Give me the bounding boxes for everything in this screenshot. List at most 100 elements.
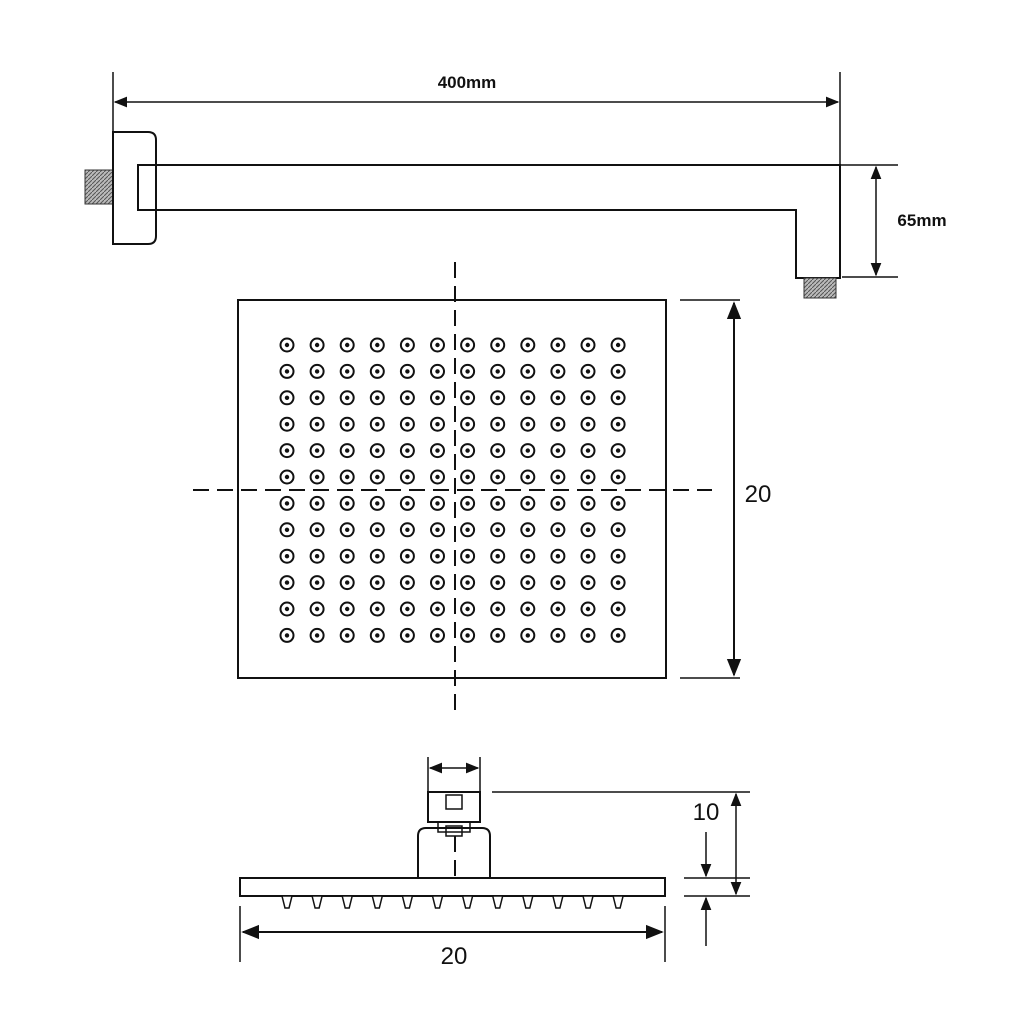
nozzle-hole [375, 474, 380, 480]
nozzle-hole [585, 448, 591, 453]
outlet-thread [803, 277, 837, 299]
nozzle-hole [525, 369, 530, 374]
nozzle-hole [284, 554, 290, 559]
nozzle-hole [615, 369, 621, 374]
nozzle-hole [555, 395, 561, 400]
nozzle-hole [465, 606, 470, 612]
nozzle-hole [405, 501, 410, 506]
nozzle-hole [585, 395, 591, 400]
nozzle-hole [345, 501, 350, 506]
nozzle-hole [375, 606, 380, 612]
nozzle-hole [525, 501, 530, 506]
nozzle-hole [495, 606, 500, 612]
nozzle-hole [435, 527, 440, 532]
nozzle-hole [495, 422, 500, 427]
swivel-joint [427, 791, 481, 823]
nozzle-hole [314, 474, 320, 480]
nozzle-hole [465, 474, 470, 480]
nozzle-hole [435, 580, 440, 585]
nozzle-hole [495, 474, 500, 480]
nozzle-hole [615, 448, 621, 453]
nozzle-hole [615, 422, 621, 427]
nozzle-hole [435, 606, 440, 612]
nozzle-hole [525, 395, 530, 400]
nozzle-hole [525, 448, 530, 453]
nozzle-hole [435, 501, 440, 506]
nozzle-hole [585, 554, 591, 559]
nozzle-hole [465, 395, 470, 400]
nozzle-hole [314, 395, 320, 400]
nozzle-hole [345, 606, 350, 612]
nozzle-hole [585, 501, 591, 506]
nozzle-hole [345, 369, 350, 374]
nozzle-hole [555, 448, 561, 453]
nozzle-hole [555, 474, 561, 480]
nozzle-hole [525, 580, 530, 585]
nozzle-hole [495, 342, 500, 348]
nozzle-hole [615, 554, 621, 559]
nozzle-hole [435, 369, 440, 374]
nozzle-hole [465, 422, 470, 427]
nozzle-grid [279, 337, 626, 643]
nozzle-hole [465, 448, 470, 453]
nozzle-hole [615, 527, 621, 532]
head-height-label: 20 [745, 481, 772, 508]
side-nozzle [521, 895, 534, 909]
nozzle-hole [555, 501, 561, 506]
side-nozzle [311, 895, 324, 909]
nozzle-hole [345, 474, 350, 480]
nozzle-hole [555, 342, 561, 348]
nozzle-hole [435, 554, 440, 559]
side-nozzle [551, 895, 564, 909]
nozzle-hole [495, 448, 500, 453]
nozzle-hole [615, 633, 621, 638]
nozzle-hole [555, 369, 561, 374]
nozzle-hole [345, 554, 350, 559]
nozzle-hole [375, 422, 380, 427]
nozzle-hole [405, 474, 410, 480]
nozzle-hole [405, 369, 410, 374]
nozzle-hole [525, 554, 530, 559]
arm-pipe [137, 164, 841, 279]
nozzle-hole [525, 606, 530, 612]
nozzle-hole [345, 395, 350, 400]
nozzle-hole [495, 554, 500, 559]
nozzle-hole [615, 606, 621, 612]
wall-thread [84, 169, 114, 205]
nozzle-hole [615, 395, 621, 400]
nozzle-hole [525, 633, 530, 638]
nozzle-hole [615, 580, 621, 585]
nozzle-hole [284, 633, 290, 638]
nozzle-hole [375, 554, 380, 559]
nozzle-hole [495, 527, 500, 532]
nozzle-hole [615, 474, 621, 480]
side-nozzle [491, 895, 504, 909]
nozzle-hole [284, 474, 290, 480]
side-nozzle [281, 895, 293, 909]
nozzle-hole [405, 606, 410, 612]
shower-arm: 400mm 65mm [84, 72, 947, 299]
side-nozzle [431, 895, 444, 909]
nozzle-hole [585, 474, 591, 480]
nozzle-hole [375, 342, 380, 348]
nozzle-hole [555, 554, 561, 559]
nozzle-hole [495, 369, 500, 374]
nozzle-hole [435, 448, 440, 453]
nozzle-hole [314, 369, 320, 374]
nozzle-hole [495, 580, 500, 585]
nozzle-hole [375, 527, 380, 532]
side-nozzle [582, 895, 594, 909]
nozzle-hole [375, 448, 380, 453]
wall-flange [112, 131, 157, 245]
nozzle-hole [435, 342, 440, 348]
nozzle-hole [405, 342, 410, 348]
nozzle-hole [284, 606, 290, 612]
head-neck [417, 827, 491, 878]
nozzle-hole [585, 606, 591, 612]
nozzle-hole [465, 633, 470, 638]
side-nozzle [461, 895, 474, 909]
nozzle-hole [525, 422, 530, 427]
nozzle-hole [555, 527, 561, 532]
nozzle-hole [435, 474, 440, 480]
side-nozzle [612, 895, 625, 909]
